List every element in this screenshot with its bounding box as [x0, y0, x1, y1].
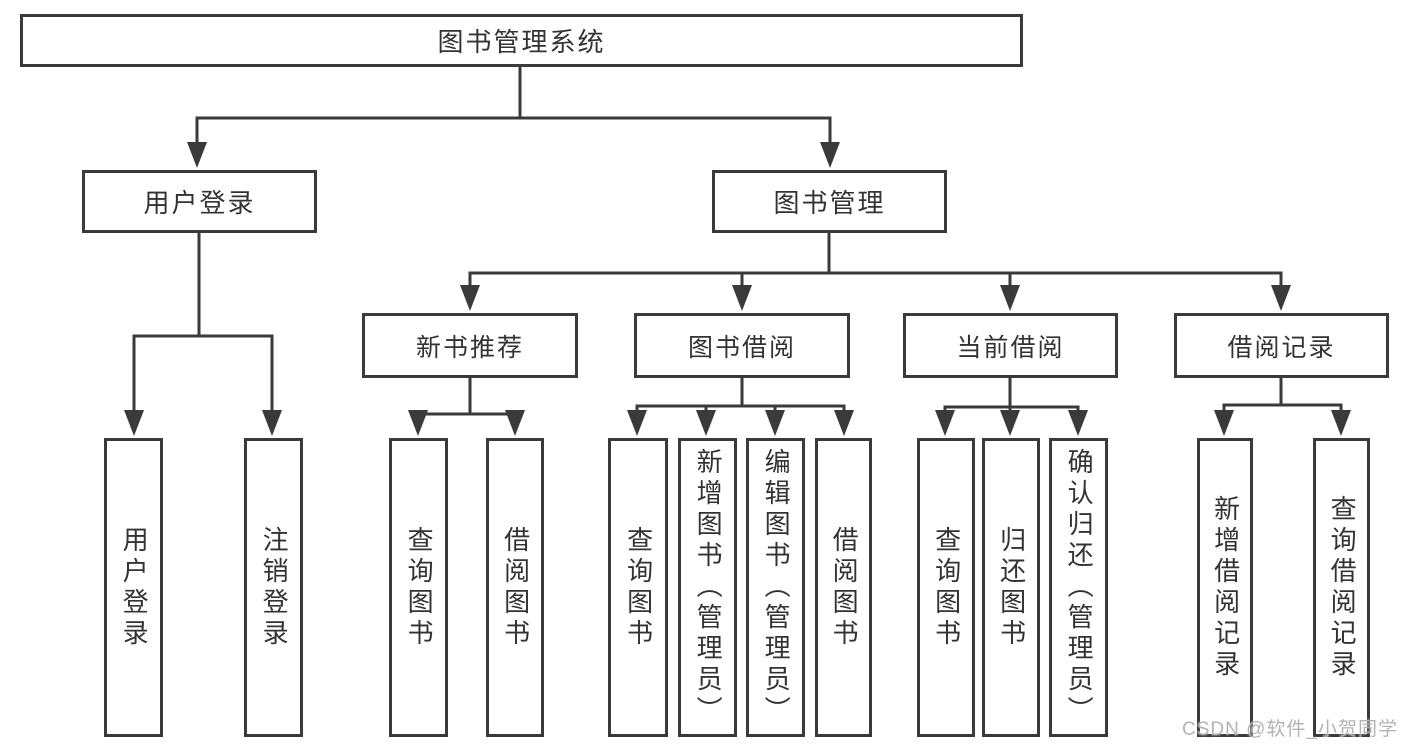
node-book-management-label: 图书管理 — [773, 188, 886, 218]
leaf-edit-book-admin: 编辑图书（管理员） — [746, 438, 805, 737]
leaf-query-book-borrow: 查询图书 — [608, 438, 668, 737]
leaf-query-book-current: 查询图书 — [917, 438, 975, 737]
leaf-query-book-newbook: 查询图书 — [389, 438, 448, 737]
node-root: 图书管理系统 — [20, 14, 1023, 67]
leaf-return-book: 归还图书 — [982, 438, 1040, 737]
arrowheads — [124, 142, 1351, 436]
node-new-book-recommend: 新书推荐 — [362, 313, 578, 378]
node-new-book-recommend-label: 新书推荐 — [415, 333, 524, 362]
node-borrow-record-label: 借阅记录 — [1227, 333, 1336, 362]
node-borrow-record: 借阅记录 — [1174, 313, 1389, 378]
leaf-add-borrow-record: 新增借阅记录 — [1197, 438, 1253, 737]
leaf-user-login: 用户登录 — [104, 438, 163, 737]
node-user-login: 用户登录 — [82, 170, 317, 233]
node-book-borrow: 图书借阅 — [634, 313, 850, 378]
leaf-borrow-book-borrow: 借阅图书 — [815, 438, 872, 737]
watermark: CSDN @软件_小贺同学 — [1182, 719, 1398, 740]
node-user-login-label: 用户登录 — [143, 188, 256, 218]
leaf-confirm-return-admin: 确认归还（管理员） — [1049, 438, 1108, 737]
leaf-add-book-admin: 新增图书（管理员） — [678, 438, 737, 737]
node-current-borrow: 当前借阅 — [903, 313, 1118, 378]
node-book-borrow-label: 图书借阅 — [687, 333, 796, 362]
node-current-borrow-label: 当前借阅 — [956, 333, 1065, 362]
node-root-label: 图书管理系统 — [437, 27, 606, 57]
leaf-borrow-book-newbook: 借阅图书 — [486, 438, 544, 737]
node-book-management: 图书管理 — [712, 170, 947, 233]
leaf-query-borrow-record: 查询借阅记录 — [1313, 438, 1370, 737]
leaf-logout-login: 注销登录 — [244, 438, 303, 737]
